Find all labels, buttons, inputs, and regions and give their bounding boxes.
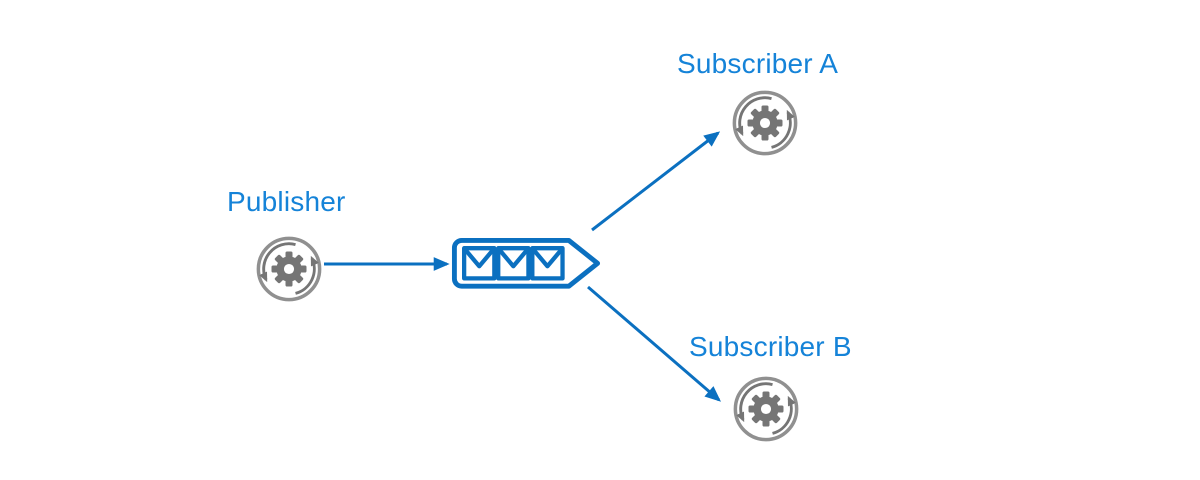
message-queue-icon — [454, 240, 597, 286]
subscriber-b-service-icon — [735, 378, 796, 439]
topic-to-subscriber-b-arrow — [587, 285, 722, 402]
publisher-service-icon — [258, 238, 319, 299]
subscriber-a-service-icon — [734, 92, 795, 153]
topic-to-subscriber-a-arrow — [591, 131, 721, 232]
publisher-label: Publisher — [227, 186, 346, 217]
subscriber-b-label: Subscriber B — [689, 331, 852, 362]
subscriber-a-label: Subscriber A — [677, 48, 839, 79]
